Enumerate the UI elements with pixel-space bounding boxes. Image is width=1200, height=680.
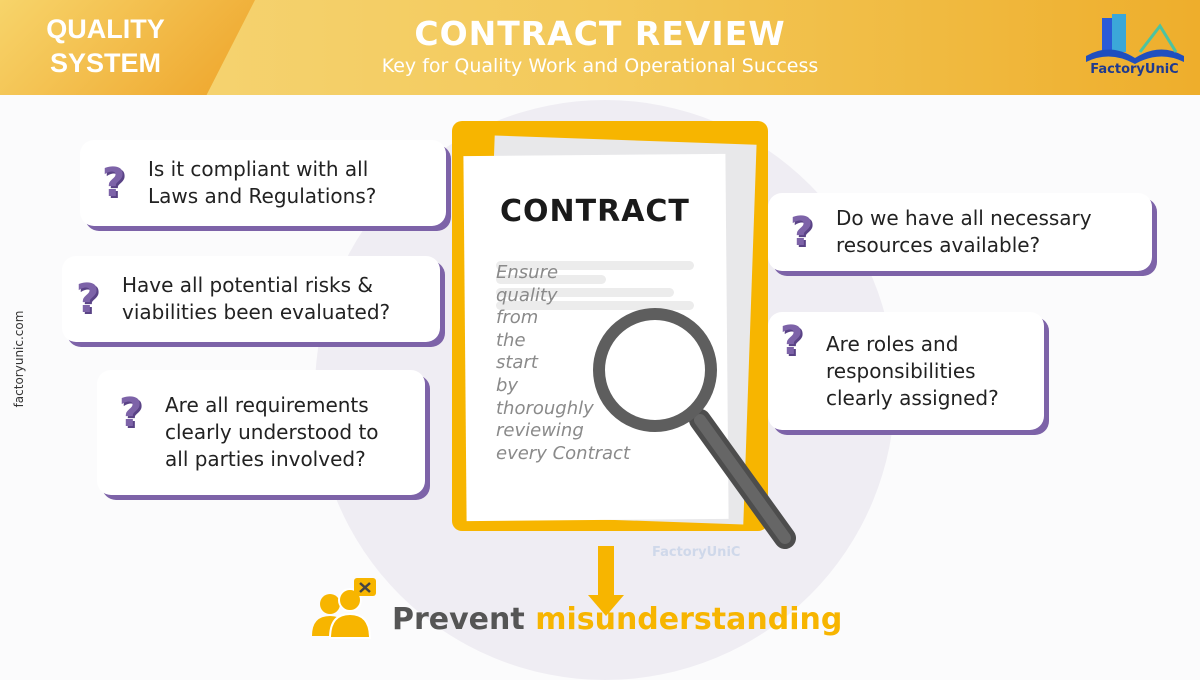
factoryunic-logo-icon [1086, 14, 1184, 64]
body-line: from [496, 307, 539, 329]
text-line [496, 261, 694, 270]
text-line [496, 301, 694, 310]
question-text: Do we have all necessary [836, 206, 1092, 230]
question-text: responsibilities [826, 358, 976, 383]
logo-text: FactoryUniC [1090, 62, 1179, 77]
question-text: Are roles and [826, 331, 959, 356]
conclusion-word-misunderstanding: misunderstanding [535, 602, 843, 637]
question-mark-icon: ? [76, 276, 100, 322]
badge-line1: QUALITY [46, 14, 165, 44]
quality-system-badge [0, 0, 255, 95]
question-mark-icon: ? [119, 390, 143, 436]
watermark-text: FactoryUniC [652, 545, 741, 560]
question-mark-icon: ? [790, 209, 814, 255]
users-conflict-icon [312, 578, 376, 639]
text-line [496, 275, 606, 284]
header-banner: QUALITY SYSTEM CONTRACT REVIEW Key for Qu… [0, 0, 1200, 95]
question-mark-icon: ? [102, 160, 126, 206]
question-text: all parties involved? [165, 447, 366, 471]
body-line: reviewing [496, 420, 584, 442]
contract-body-text: Ensure quality from the start by thoroug… [496, 262, 646, 465]
question-text: resources available? [836, 233, 1041, 257]
question-text: Are all requirements [165, 393, 369, 417]
question-mark-icon: ? [780, 318, 804, 364]
question-text: viabilities been evaluated? [122, 300, 391, 324]
conclusion-text: Prevent misunderstanding [392, 602, 842, 637]
page-title: CONTRACT REVIEW [414, 14, 786, 53]
body-line: start [496, 352, 538, 374]
question-text: clearly understood to [165, 420, 379, 444]
body-line: quality [496, 284, 558, 306]
contract-heading: CONTRACT [500, 194, 690, 229]
badge-line2: SYSTEM [49, 48, 162, 78]
body-line: by [496, 374, 519, 396]
question-text: Is it compliant with all [148, 157, 369, 181]
question-text: clearly assigned? [826, 385, 999, 410]
badge-text: QUALITY SYSTEM [18, 12, 193, 80]
body-line: the [496, 329, 526, 351]
body-line: thoroughly [496, 397, 594, 419]
body-line: Ensure [496, 262, 559, 283]
question-text: Have all potential risks & [122, 273, 373, 297]
page-subtitle: Key for Quality Work and Operational Suc… [381, 55, 819, 77]
conclusion-word-prevent: Prevent [392, 602, 525, 637]
question-text: Laws and Regulations? [148, 184, 377, 208]
text-line [496, 288, 674, 297]
down-arrow-icon [588, 595, 624, 616]
question-card-requirements: ? Are all requirements clearly understood… [97, 370, 425, 495]
question-card-risks: ? Have all potential risks & viabilities … [62, 256, 440, 342]
question-card-resources: ? Do we have all necessary resources avai… [768, 193, 1152, 271]
body-line: every Contract [496, 442, 631, 464]
